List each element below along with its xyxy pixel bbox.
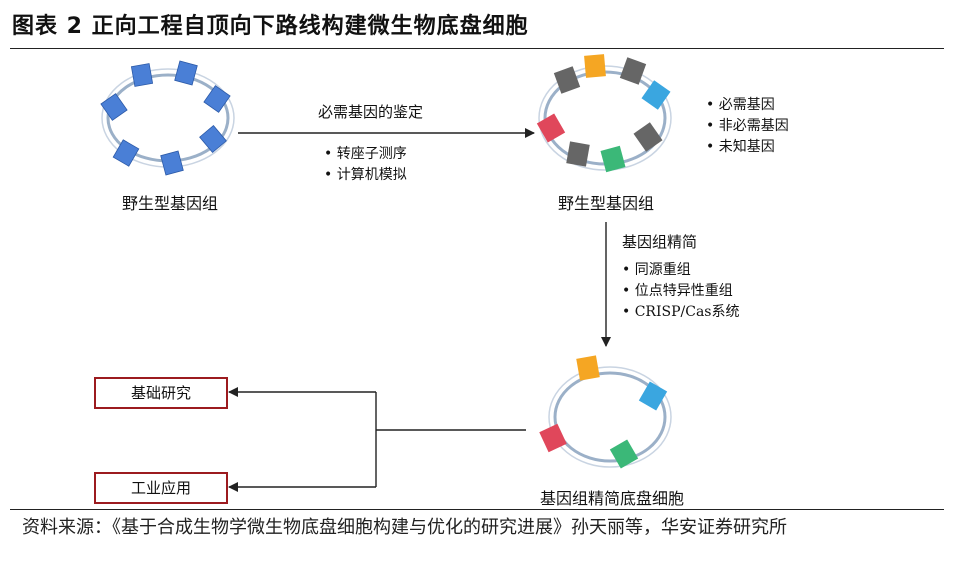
wild-type-genome-right <box>536 54 672 173</box>
bottom-rule <box>10 509 944 510</box>
method-item: 位点特异性重组 <box>622 281 739 302</box>
gene-legend: 必需基因 非必需基因 未知基因 <box>706 95 789 158</box>
chassis-genome <box>539 355 672 469</box>
basic-research-box: 基础研究 <box>94 377 228 409</box>
legend-item: 必需基因 <box>706 95 789 116</box>
branch-connector <box>228 387 526 492</box>
chassis-caption: 基因组精简底盘细胞 <box>539 489 684 508</box>
top-rule <box>10 48 944 49</box>
method-item: 计算机模拟 <box>324 165 407 186</box>
identification-label: 必需基因的鉴定 <box>318 103 424 121</box>
reduction-methods: 同源重组 位点特异性重组 CRISP/Cas系统 <box>622 260 740 323</box>
wild-type-right-caption: 野生型基因组 <box>557 194 654 213</box>
method-item: 转座子测序 <box>324 144 407 165</box>
figure-title: 图表 2 正向工程自顶向下路线构建微生物底盘细胞 <box>12 14 529 39</box>
source-note: 资料来源：《基于合成生物学微生物底盘细胞构建与优化的研究进展》孙天丽等，华安证券… <box>22 517 787 538</box>
wild-type-left-caption: 野生型基因组 <box>121 194 218 213</box>
legend-item: 未知基因 <box>706 137 789 158</box>
industrial-application-box: 工业应用 <box>94 472 228 504</box>
wild-type-genome-left <box>100 60 235 176</box>
method-item: 同源重组 <box>622 260 739 281</box>
method-item: CRISP/Cas系统 <box>622 302 740 323</box>
legend-item: 非必需基因 <box>706 116 789 137</box>
identification-methods: 转座子测序 计算机模拟 <box>324 144 407 186</box>
reduction-label: 基因组精简 <box>622 233 698 251</box>
